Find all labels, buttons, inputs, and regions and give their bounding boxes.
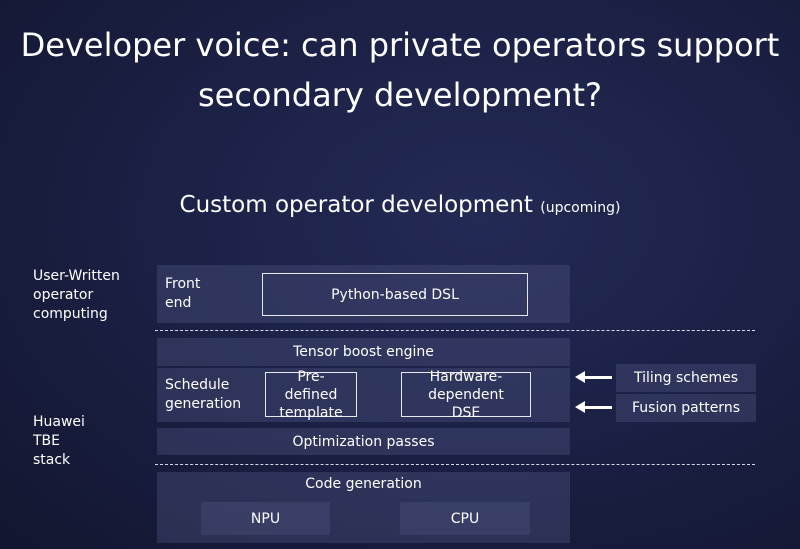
- user-written-label: User-Written operator computing: [33, 268, 120, 322]
- title-line-1: Developer voice: can private operators s…: [20, 26, 780, 64]
- python-dsl-box: Python-based DSL: [262, 273, 528, 316]
- predefined-template-box: Pre-defined template: [265, 369, 357, 421]
- optimization-passes: Optimization passes: [157, 428, 570, 455]
- front-end-panel: [157, 265, 570, 323]
- arrow-left-icon: [575, 371, 612, 383]
- subtitle-note: (upcoming): [540, 200, 621, 216]
- code-generation-label: Code generation: [305, 476, 422, 492]
- divider-dashed-1: [155, 330, 755, 331]
- tensor-boost-engine: Tensor boost engine: [157, 338, 570, 366]
- front-end-label: Front end: [165, 276, 201, 311]
- npu-box: NPU: [201, 502, 330, 535]
- slide-title: Developer voice: can private operators s…: [0, 20, 800, 120]
- title-line-2: secondary development?: [197, 76, 603, 114]
- hardware-dse-box: Hardware-dependent DSE: [401, 369, 531, 421]
- huawei-tbe-label: Huawei TBE stack: [33, 414, 85, 468]
- cpu-box: CPU: [400, 502, 530, 535]
- code-generation-panel: [157, 472, 570, 543]
- tiling-schemes-box: Tiling schemes: [616, 364, 756, 392]
- fusion-patterns-box: Fusion patterns: [616, 394, 756, 422]
- subtitle-text: Custom operator development: [179, 192, 533, 218]
- divider-dashed-2: [155, 464, 755, 465]
- schedule-generation-label: Schedule generation: [165, 377, 242, 412]
- diagram-subtitle: Custom operator development (upcoming): [0, 192, 800, 218]
- schedule-generation-panel: [157, 368, 570, 422]
- arrow-left-icon: [575, 401, 612, 413]
